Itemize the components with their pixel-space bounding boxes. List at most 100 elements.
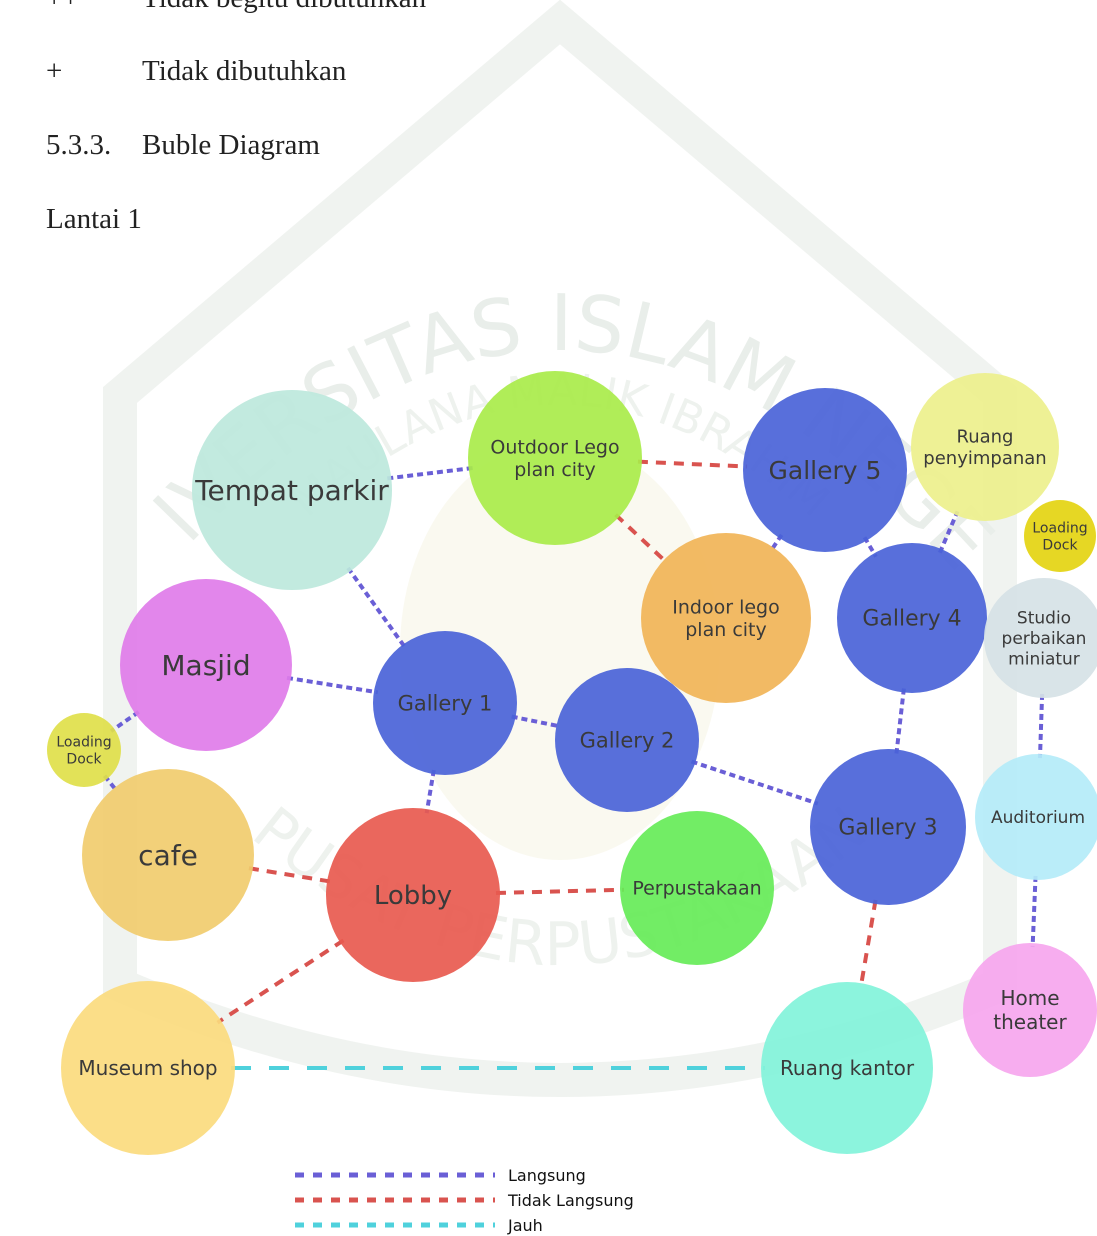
connection-tempat-parkir-outdoor-lego [387, 466, 473, 481]
bubble-masjid: Masjid [120, 579, 292, 751]
connection-tempat-parkir-gallery-1 [346, 566, 407, 649]
connection-lines [103, 459, 1045, 1070]
bubble-museum-shop: Museum shop [61, 981, 235, 1155]
bubble-label-line: Dock [1042, 537, 1078, 553]
section-number: 5.3.3. [46, 129, 112, 161]
list-marker-double-plus: ++ [46, 0, 79, 15]
bubble-label-ruang-kantor: Ruang kantor [780, 1056, 915, 1080]
bubble-gallery-2: Gallery 2 [555, 668, 699, 812]
bubble-label-line: Gallery 1 [398, 691, 493, 715]
bubble-label-line: theater [993, 1010, 1067, 1034]
bubble-label-line: Masjid [161, 649, 250, 682]
bubble-label-gallery-1: Gallery 1 [398, 691, 493, 715]
bubble-label-line: Museum shop [78, 1056, 217, 1080]
bubble-circle-ruang-penyimpanan [911, 373, 1059, 521]
bubble-ruang-kantor: Ruang kantor [761, 982, 933, 1154]
connection-outdoor-lego-indoor-lego [614, 513, 669, 565]
connection-studio-perbaikan-auditorium [1037, 693, 1045, 759]
bubble-label-line: Studio [1017, 609, 1071, 629]
connection-gallery-1-lobby [424, 769, 436, 814]
bubble-lobby: Lobby [326, 808, 500, 982]
bubble-label-line: Indoor lego [672, 596, 779, 618]
bubble-label-line: Auditorium [991, 808, 1085, 828]
bubble-label-line: Dock [66, 751, 102, 767]
bubble-label-masjid: Masjid [161, 649, 250, 682]
bubble-label-lobby: Lobby [374, 881, 452, 911]
bubble-label-line: Lobby [374, 881, 452, 911]
bubble-label-line: Gallery 3 [838, 816, 937, 841]
bubble-gallery-1: Gallery 1 [373, 631, 517, 775]
bubble-label-line: plan city [685, 619, 766, 641]
connection-gallery-2-gallery-3 [690, 759, 819, 806]
bubble-label-line: Gallery 5 [769, 456, 882, 485]
connection-gallery-4-gallery-3 [894, 688, 906, 754]
bubble-circle-ruang-kantor [761, 982, 933, 1154]
bubble-label-gallery-2: Gallery 2 [580, 728, 675, 752]
bubble-circle-gallery-1 [373, 631, 517, 775]
bubble-gallery-5: Gallery 5 [743, 388, 907, 552]
bubble-label-line: Gallery 2 [580, 728, 675, 752]
bubble-label-line: Outdoor Lego [490, 436, 619, 458]
connection-outdoor-lego-gallery-5 [637, 459, 748, 469]
bubble-label-auditorium: Auditorium [991, 808, 1085, 828]
legend-label-tidak_langsung: Tidak Langsung [507, 1191, 634, 1210]
bubble-circle-outdoor-lego [468, 371, 642, 545]
bubble-gallery-4: Gallery 4 [837, 543, 987, 693]
bubble-circle-indoor-lego [641, 533, 811, 703]
bubble-circle-museum-shop [61, 981, 235, 1155]
bubble-label-line: Tempat parkir [194, 474, 389, 507]
bubble-circle-studio-perbaikan [984, 578, 1097, 698]
bubble-label-line: cafe [138, 839, 198, 872]
bubble-label-cafe: cafe [138, 839, 198, 872]
connection-lobby-museum-shop [216, 938, 345, 1025]
bubble-label-gallery-5: Gallery 5 [769, 456, 882, 485]
connection-gallery-3-ruang-kantor [858, 899, 878, 988]
bubble-circle-tempat-parkir [192, 390, 392, 590]
bubble-cafe: cafe [82, 769, 254, 941]
bubble-gallery-3: Gallery 3 [810, 749, 966, 905]
bubble-circle-masjid [120, 579, 292, 751]
bubble-label-line: penyimpanan [923, 448, 1046, 469]
bubble-label-line: perbaikan [1002, 629, 1087, 649]
bubble-label-line: Ruang kantor [780, 1056, 915, 1080]
bubble-label-line: plan city [514, 459, 595, 481]
bubble-label-line: Gallery 4 [862, 607, 961, 632]
bubble-circle-gallery-2 [555, 668, 699, 812]
bubble-circle-gallery-3 [810, 749, 966, 905]
bubble-label-line: miniatur [1008, 649, 1080, 669]
bubble-perpustakaan: Perpustakaan [620, 811, 774, 965]
bubble-label-line: Ruang [957, 427, 1014, 448]
bubble-auditorium: Auditorium [975, 754, 1097, 880]
bubble-label-gallery-3: Gallery 3 [838, 816, 937, 841]
connection-masjid-gallery-1 [286, 675, 379, 695]
connection-gallery-4-ruang-penyimpanan [938, 510, 960, 554]
bubble-circle-perpustakaan [620, 811, 774, 965]
bubble-label-line: Home [1000, 986, 1059, 1010]
legend-label-langsung: Langsung [508, 1166, 586, 1185]
bubble-circle-lobby [326, 808, 500, 982]
bubble-label-tempat-parkir: Tempat parkir [194, 474, 389, 507]
list-marker-plus: + [46, 55, 63, 87]
connection-masjid-loading-dock-left [109, 710, 140, 733]
bubble-circle-gallery-5 [743, 388, 907, 552]
bubble-circle-loading-dock-right [1024, 500, 1096, 572]
bubble-circle-cafe [82, 769, 254, 941]
bubble-label-line: Loading [1032, 521, 1087, 537]
connection-lobby-perpustakaan [495, 887, 625, 895]
connection-auditorium-home-theater [1030, 875, 1038, 948]
